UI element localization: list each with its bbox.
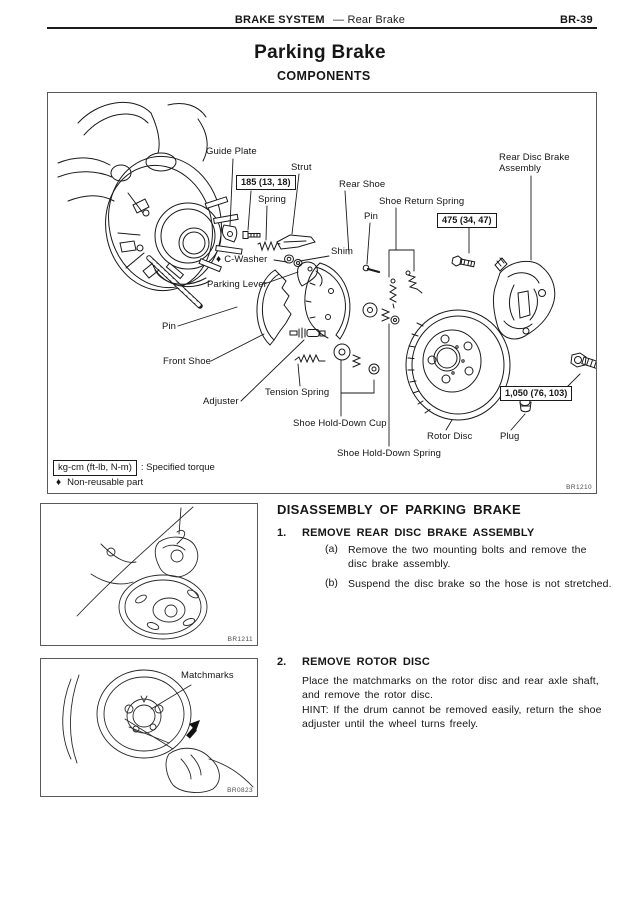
torque-475: 475 (34, 47) [437,213,497,228]
matchmarks-diagram [41,659,257,795]
torque-1050: 1,050 (76, 103) [500,386,573,401]
label-tension-spring: Tension Spring [265,387,330,398]
label-matchmarks: Matchmarks [181,670,234,681]
step-1-number: 1. [277,527,287,539]
adjuster-part [290,328,325,338]
substep-a-label: (a) [325,543,338,555]
leader-lines [178,159,580,446]
step-2-number: 2. [277,656,287,668]
components-heading: COMPONENTS [277,69,371,83]
caliper-part [494,258,555,339]
legend-nonreusable-text: Non-reusable part [67,477,144,488]
step-2-title: REMOVE ROTOR DISC [302,656,430,668]
figure-code: BR1211 [227,636,253,643]
substep-b-label: (b) [325,577,338,589]
legend-torque-unit: kg-cm (ft-lb, N-m) [53,460,137,476]
axle-hub [155,197,242,279]
shim-part [285,255,303,267]
torque-185: 185 (13, 18) [236,175,296,190]
components-figure: Guide Plate 185 (13, 18) Strut Spring Re… [47,92,597,494]
shoe-return-spring-parts [390,271,422,308]
label-c-washer: ♦C-Washer [216,254,267,265]
legend-torque-desc: : Specified torque [140,462,215,473]
page-title: Parking Brake [254,42,386,63]
disassembly-heading: DISASSEMBLY OF PARKING BRAKE [277,502,521,517]
step-1-title: REMOVE REAR DISC BRAKE ASSEMBLY [302,527,535,539]
rear-shoe-part [305,263,350,339]
non-reusable-icon: ♦ [216,254,222,265]
suspended-caliper-diagram [41,504,257,644]
step-2-hint: HINT: If the drum cannot be removed easi… [302,704,602,730]
step-1-figure: BR1211 [40,503,258,646]
guide-plate-part [222,225,236,242]
label-rear-disc-brake-assembly: Rear Disc Brake Assembly [499,152,570,174]
direction-arrow-icon [188,720,200,737]
label-shoe-hold-down-spring: Shoe Hold-Down Spring [337,448,442,459]
substep-a-text: Remove the two mounting bolts and remove… [348,544,587,570]
bolt-475-part [452,256,475,267]
label-shoe-hold-down-cup: Shoe Hold-Down Cup [293,418,387,429]
bolt-1050-part [571,353,596,369]
legend-torque: kg-cm (ft-lb, N-m): Specified torque [53,460,215,476]
bolt-185-part [243,232,260,239]
label-rear-disc-brake-assembly-line1: Rear Disc Brake [499,152,570,163]
label-c-washer-text: C-Washer [224,254,268,265]
label-rear-shoe: Rear Shoe [339,179,386,190]
label-pin-upper: Pin [364,211,379,222]
label-adjuster: Adjuster [203,396,239,407]
label-spring: Spring [258,194,287,205]
legend-nonreusable: ♦ Non-reusable part [56,477,143,488]
tension-spring-part [295,355,325,362]
rotor-disc-part [406,310,510,420]
front-shoe-part [257,270,291,345]
label-guide-plate: Guide Plate [206,146,257,157]
label-rear-disc-brake-assembly-line2: Assembly [499,162,541,174]
step-2-paragraph: Place the matchmarks on the rotor disc a… [302,675,599,701]
label-plug: Plug [500,431,520,442]
figure-code: BR0823 [227,787,253,794]
figure-code: BR1210 [566,484,592,491]
pin-upper-part [363,265,379,272]
label-shoe-return-spring: Shoe Return Spring [379,196,465,207]
strut-part [277,235,315,249]
label-pin-lower: Pin [162,321,177,332]
header: BRAKE SYSTEM — Rear Brake [0,14,640,26]
label-parking-lever: Parking Lever [207,279,267,290]
label-rotor-disc: Rotor Disc [427,431,473,442]
suspension-sketch [58,102,207,201]
header-subsection: — Rear Brake [332,14,406,26]
header-section: BRAKE SYSTEM [234,14,325,26]
substep-b-text: Suspend the disc brake so the hose is no… [348,578,612,590]
label-front-shoe: Front Shoe [163,356,211,367]
parking-lever-part [298,262,323,286]
spring-part [258,242,280,250]
label-strut: Strut [291,162,312,173]
page-number: BR-39 [560,14,593,26]
non-reusable-icon: ♦ [56,477,62,488]
label-shim: Shim [331,246,354,257]
components-diagram [48,93,596,493]
shoe-hold-down-parts-upper [363,303,399,324]
parking-cable-rod [149,258,210,306]
shoe-hold-down-parts-lower [334,344,379,374]
header-rule [47,27,597,29]
step-2-figure: Matchmarks BR0823 [40,658,258,797]
